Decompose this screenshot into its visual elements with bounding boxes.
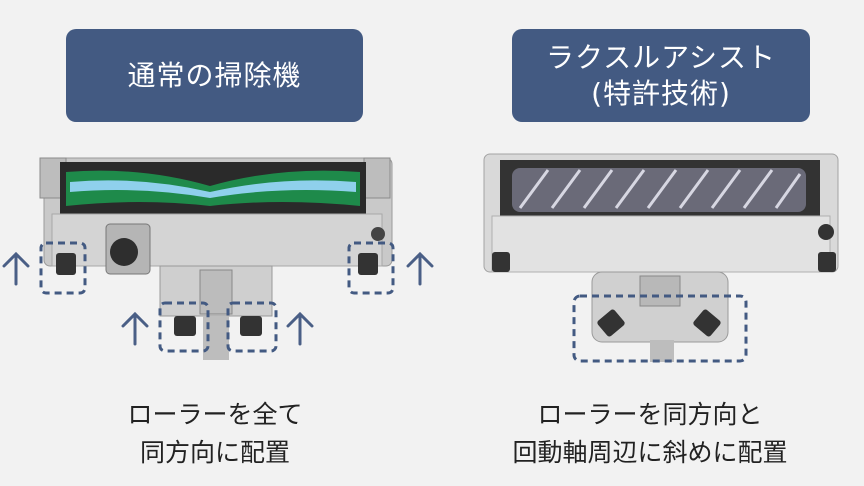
standard-vacuum-head <box>39 157 393 360</box>
caption-line: 回動軸周辺に斜めに配置 <box>512 438 788 467</box>
caption-line: ローラーを全て <box>127 400 303 429</box>
up-arrow-icon <box>286 311 314 346</box>
standard-vacuum-caption: ローラーを全て 同方向に配置 <box>60 396 370 472</box>
rakuslu-assist-title-badge: ラクスルアシスト (特許技術) <box>512 29 810 122</box>
standard-vacuum-title: 通常の掃除機 <box>127 58 302 92</box>
patent-label: (特許技術) <box>591 76 731 110</box>
rakuslu-assist-head <box>483 153 839 362</box>
pivot-roller-highlight <box>572 294 748 363</box>
standard-roller-highlights <box>39 241 395 353</box>
rakuslu-assist-title: ラクスルアシスト <box>545 40 777 74</box>
up-arrow-icon <box>2 251 30 286</box>
caption-line: ローラーを同方向と <box>537 400 763 429</box>
up-arrow-icon <box>121 311 149 346</box>
standard-vacuum-title-badge: 通常の掃除機 <box>66 29 363 122</box>
up-arrows <box>2 251 434 346</box>
rakuslu-assist-caption: ローラーを同方向と 回動軸周辺に斜めに配置 <box>470 396 830 472</box>
up-arrow-icon <box>406 251 434 286</box>
caption-line: 同方向に配置 <box>139 438 290 467</box>
